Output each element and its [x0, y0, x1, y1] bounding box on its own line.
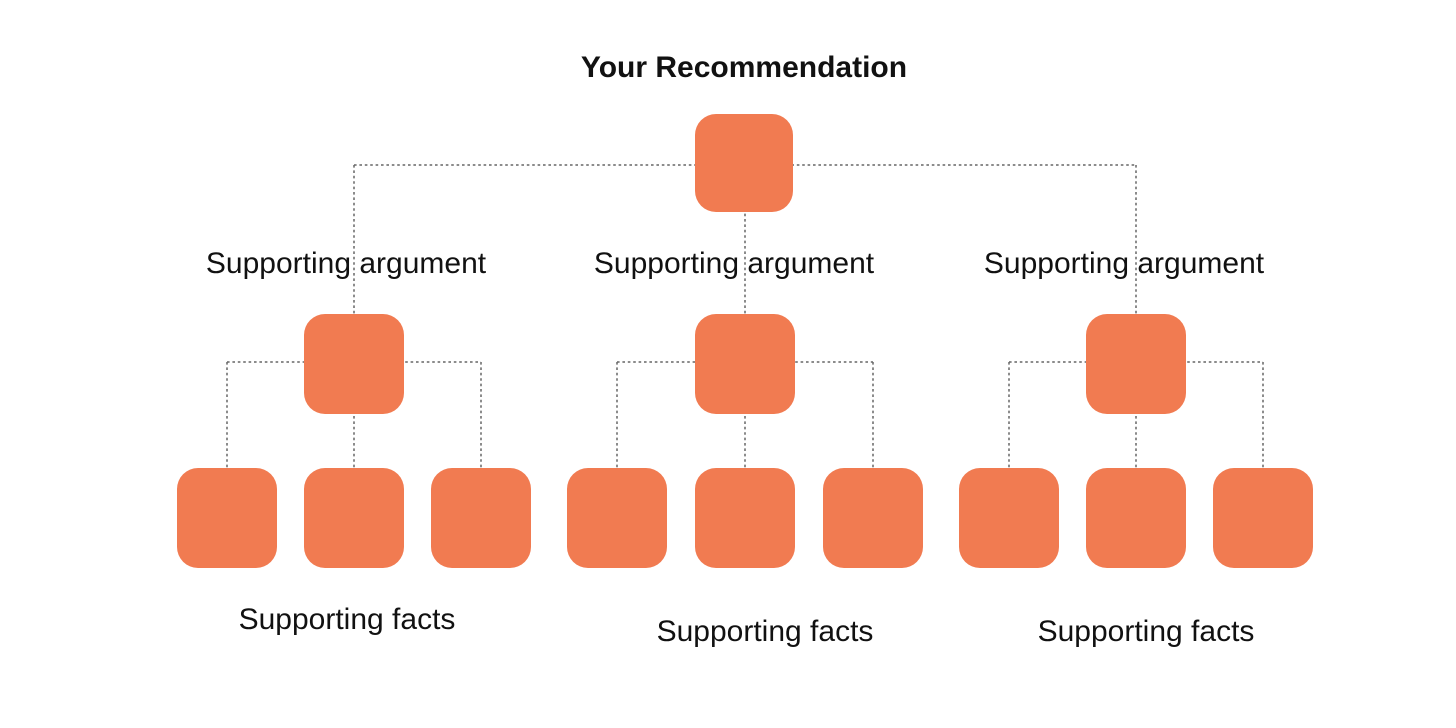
fact-node-2-2: [695, 468, 795, 568]
diagram-title: Your Recommendation: [580, 51, 908, 84]
facts-label-3: Supporting facts: [1037, 615, 1255, 648]
argument-label-1: Supporting argument: [205, 247, 487, 280]
argument-label-2: Supporting argument: [593, 247, 875, 280]
fact-node-3-2: [1086, 468, 1186, 568]
fact-node-1-2: [304, 468, 404, 568]
root-node: [695, 114, 793, 212]
argument-node-1: [304, 314, 404, 414]
fact-node-1-1: [177, 468, 277, 568]
fact-node-2-3: [823, 468, 923, 568]
facts-label-2: Supporting facts: [656, 615, 874, 648]
fact-node-3-3: [1213, 468, 1313, 568]
argument-node-2: [695, 314, 795, 414]
facts-label-1: Supporting facts: [238, 603, 456, 636]
argument-label-3: Supporting argument: [983, 247, 1265, 280]
fact-node-3-1: [959, 468, 1059, 568]
argument-node-3: [1086, 314, 1186, 414]
fact-node-1-3: [431, 468, 531, 568]
fact-node-2-1: [567, 468, 667, 568]
